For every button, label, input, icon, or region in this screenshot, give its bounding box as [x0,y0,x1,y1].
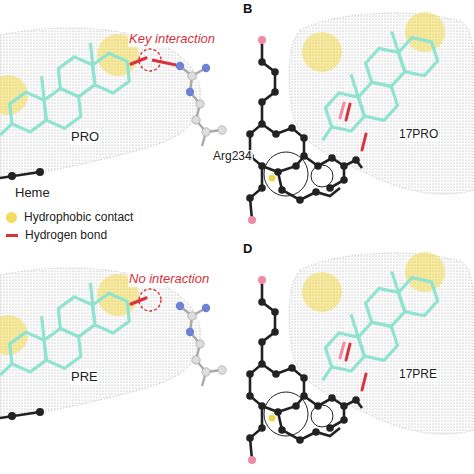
ligand-name: 17PRE [398,368,438,382]
legend-swatch [6,212,17,223]
heme-name: Heme [14,186,51,201]
legend-text: Hydrophobic contact [23,210,134,224]
ligand-name: 17PRO [398,128,439,142]
ligand-name: PRE [70,370,99,385]
ligand-name: PRO [70,130,100,145]
legend-line-sample [6,234,18,237]
panel-letter: B [242,2,253,17]
legend-item: Hydrogen bond [6,228,108,242]
panel-letter: D [242,242,253,257]
callout-note: Key interaction [128,32,216,47]
legend-text: Hydrogen bond [24,228,108,242]
legend-item: Hydrophobic contact [6,210,134,224]
callout-note: No interaction [128,272,210,287]
residue-name: Arg234 [212,150,253,164]
